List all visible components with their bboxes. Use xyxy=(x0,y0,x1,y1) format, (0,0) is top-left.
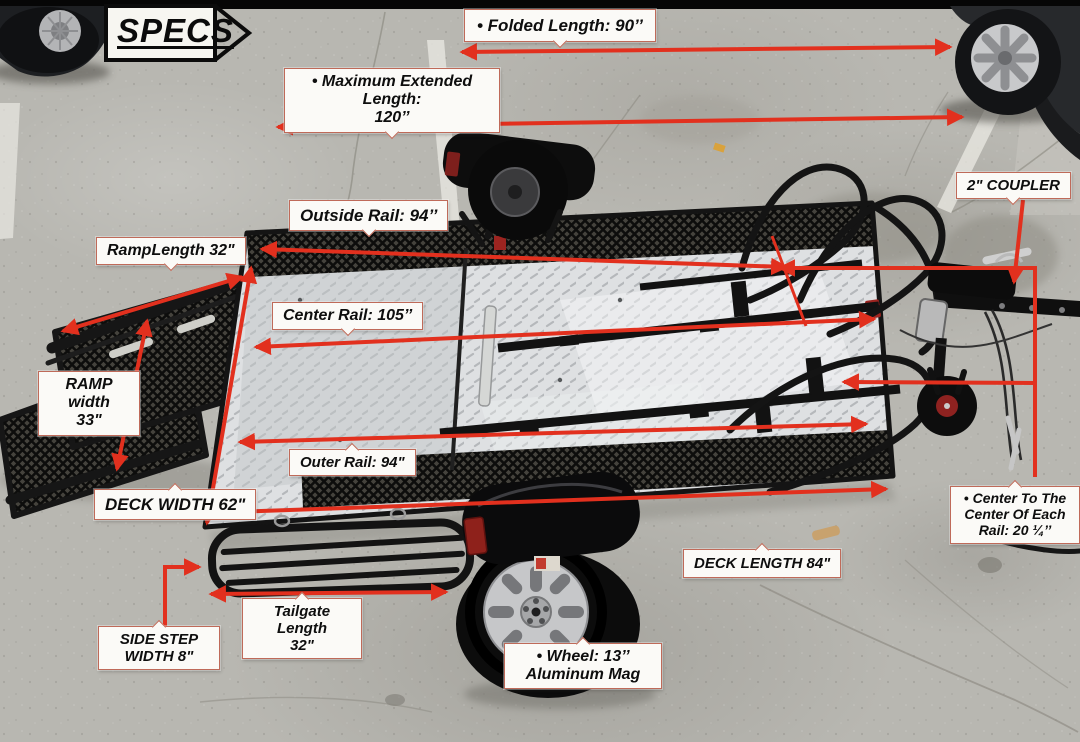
label-deck-width: DECK WIDTH 62" xyxy=(94,489,257,521)
arrow-side-step xyxy=(163,558,202,628)
label-coupler: 2" COUPLER xyxy=(956,172,1071,200)
arrow-center-rail xyxy=(253,310,877,356)
spare-tire xyxy=(442,131,596,247)
label-outside-rail: Outside Rail: 94’’ xyxy=(289,200,449,232)
coupler-body xyxy=(927,262,1017,300)
specs-banner-title: SPECS xyxy=(117,12,234,49)
arrow-ramp-length xyxy=(60,272,245,336)
arrow-deck-length xyxy=(230,480,889,521)
arrow-tailgate-length xyxy=(208,583,449,603)
jack-cylinder xyxy=(914,298,949,345)
label-side-step-width: SIDE STEP WIDTH 8" xyxy=(98,626,220,671)
label-max-extended-length: • Maximum Extended Length: 120’’ xyxy=(284,68,500,133)
parking-stripe-left xyxy=(0,103,20,239)
label-ramp-width: RAMP width 33" xyxy=(38,371,140,436)
arrow-outside-rail xyxy=(259,240,789,276)
label-wheel: • Wheel: 13’’ Aluminum Mag xyxy=(504,643,662,690)
arrow-center-to-center-top xyxy=(777,259,1037,477)
arrow-outer-rail xyxy=(237,415,869,451)
label-deck-length: DECK LENGTH 84" xyxy=(683,549,842,579)
label-outer-rail: Outer Rail: 94" xyxy=(289,449,416,477)
label-center-rail: Center Rail: 105’’ xyxy=(272,302,424,331)
tongue-coupler xyxy=(899,247,1080,554)
label-tailgate-length: Tailgate Length 32" xyxy=(242,598,362,660)
background-vehicles xyxy=(0,0,1080,160)
specs-banner: SPECS xyxy=(103,3,253,63)
arrow-center-to-center-mid xyxy=(841,373,1036,391)
label-folded-length: • Folded Length: 90’’ xyxy=(464,9,656,43)
label-center-to-center: • Center To The Center Of Each Rail: 20 … xyxy=(950,486,1080,544)
label-ramp-length: RampLength 32" xyxy=(96,237,246,266)
drawbar xyxy=(935,291,1080,317)
arrow-folded-length xyxy=(459,38,953,61)
